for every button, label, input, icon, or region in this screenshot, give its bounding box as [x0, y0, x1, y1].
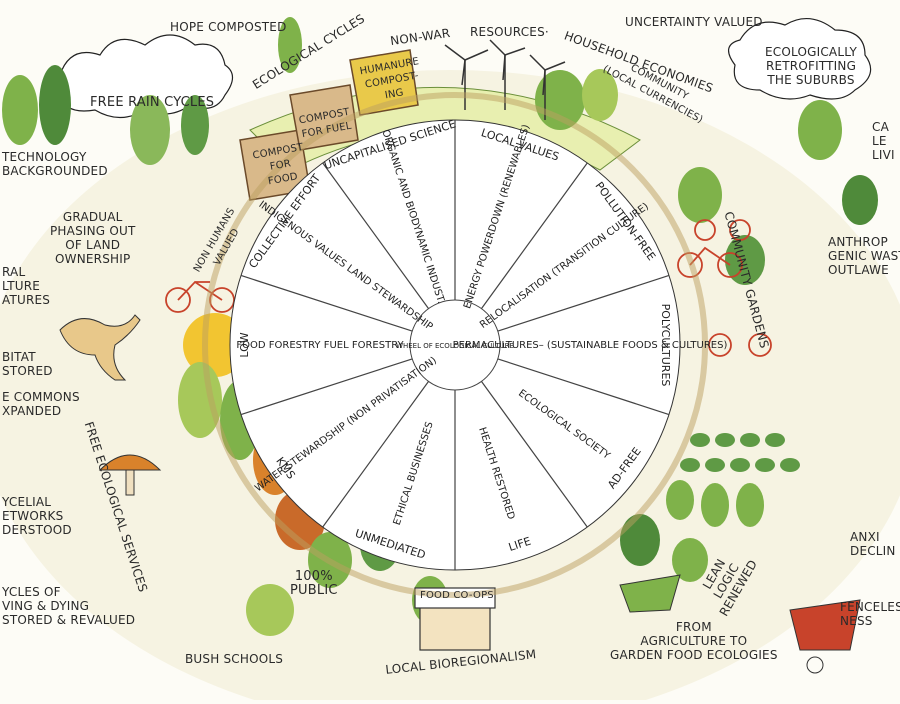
kangaroo [59, 314, 141, 381]
label-bush-schools: BUSH SCHOOLS [185, 652, 284, 666]
mushroom [98, 454, 162, 496]
label-uncertainty-valued: UNCERTAINTY VALUED [625, 15, 763, 29]
label-ecologically-retrofitting: ECOLOGICALLY RETROFITTING THE SUBURBS [765, 45, 858, 87]
wheel-center-label: WHEEL OF ECOLOGICAL CULTURE [396, 342, 514, 350]
label-cycles-living-dying: YCLES OF VING & DYING STORED & REVALUED [2, 585, 136, 627]
label-car-less-living: CA LE LIVI [872, 120, 895, 162]
wheel-spoke-line [497, 358, 670, 416]
label-commons-expanded: E COMMONS XPANDED [2, 390, 80, 418]
compost-bins [239, 49, 419, 201]
wheel-spoke-line [240, 358, 413, 416]
trees-top-left [2, 17, 302, 165]
label-food-coops: FOOD CO-OPS [420, 590, 494, 601]
label-habitat-restored: BITAT STORED [2, 350, 53, 378]
wheel-rim-label: LOW [238, 332, 251, 357]
ecology-wheel: ENERGY POWERDOWN (RENEWABLES)RELOCALISAT… [202, 92, 728, 598]
label-fenceless: FENCELES NESS [840, 600, 900, 628]
wheel-outer-ring [202, 92, 708, 598]
wheel-spoke-line [497, 274, 670, 332]
label-anxiety-declining: ANXI DECLIN [850, 530, 896, 558]
label-ral-culture: RAL LTURE ATURES [2, 265, 51, 307]
label-resources: RESOURCES· [470, 25, 549, 39]
label-hope-composted: HOPE COMPOSTED [170, 20, 287, 34]
wheel-spoke-line [480, 162, 588, 309]
label-anthropogenic-waste: ANTHROP GENIC WAST OUTLAWE [828, 235, 900, 277]
label-free-rain-cycles: FREE RAIN CYCLES [90, 95, 215, 110]
label-compost-food: COMPOST FOR FOOD [251, 141, 305, 188]
wheel-spoke-line [322, 162, 430, 309]
wheel-spoke-line [480, 381, 588, 528]
label-mycelial-networks: YCELIAL ETWORKS DERSTOOD [2, 495, 72, 537]
label-from-agriculture: FROM AGRICULTURE TO GARDEN FOOD ECOLOGIE… [610, 620, 778, 662]
wheelbarrows [619, 574, 861, 674]
wheel-spoke-label: FOOD FORESTRY FUEL FORESTRY [236, 340, 404, 351]
wheel-rim-label: POLYCULTURES [659, 304, 672, 387]
label-technology-backgrounded: TECHNOLOGY BACKGROUNDED [2, 150, 108, 178]
wheel-spoke-lines [240, 120, 670, 570]
wheel-spoke-line [240, 274, 413, 332]
trees-right [535, 69, 878, 285]
wheel-spoke-line [322, 381, 430, 528]
label-gradual-phasing: GRADUAL PHASING OUT OF LAND OWNERSHIP [50, 210, 136, 266]
cloud-right [728, 18, 872, 100]
wheel-hub [409, 299, 501, 391]
label-100-public: 100% PUBLIC [290, 569, 338, 598]
wheel-spoke-label: PERMACULTURES– (SUSTAINABLE FOODS & CULT… [453, 340, 728, 351]
cloud-left [59, 34, 234, 119]
